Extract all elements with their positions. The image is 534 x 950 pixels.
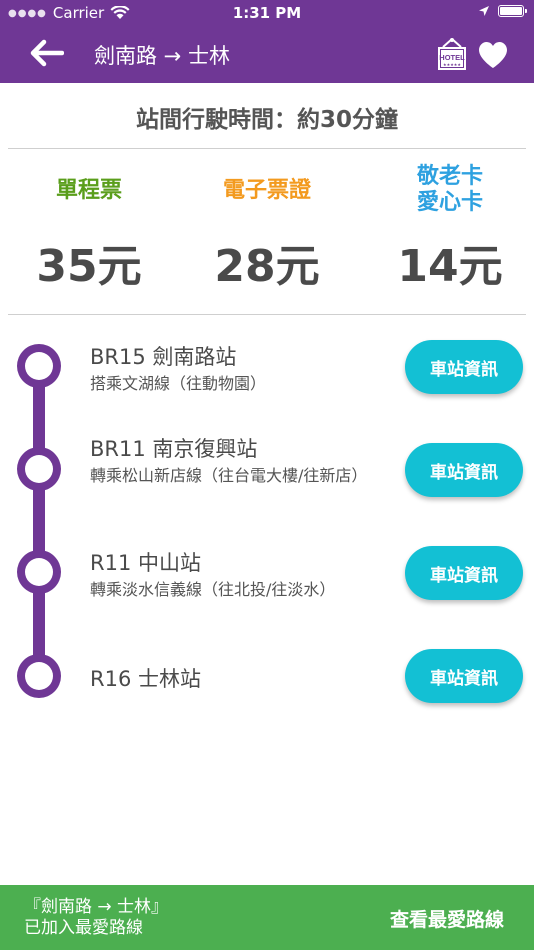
location-arrow-icon bbox=[479, 6, 489, 16]
fare-price-senior: 14元 bbox=[397, 241, 503, 292]
view-favorites-button[interactable]: 查看最愛路線 bbox=[389, 909, 504, 931]
fare-label-single: 單程票 bbox=[55, 178, 122, 203]
clock: 1:31 PM bbox=[232, 4, 302, 22]
divider-bottom bbox=[8, 314, 526, 315]
status-bar: ●●●● Carrier 1:31 PM bbox=[0, 0, 534, 26]
fare-label-ecard: 電子票證 bbox=[222, 178, 311, 203]
travel-time: 站間行駛時間：約30分鐘 bbox=[135, 107, 398, 133]
back-arrow-icon[interactable] bbox=[28, 38, 64, 68]
hotel-icon-text: HOTEL bbox=[439, 53, 465, 62]
station-node-2 bbox=[17, 447, 61, 491]
fare-price-single: 35元 bbox=[36, 241, 142, 292]
station-info-button-2[interactable]: 車站資訊 bbox=[405, 443, 523, 497]
route-line bbox=[33, 370, 45, 675]
station-node-4 bbox=[17, 654, 61, 698]
divider-top bbox=[8, 148, 526, 149]
fare-single: 單程票 35元 bbox=[0, 160, 178, 292]
station-name-4: R16 士林站 bbox=[90, 667, 201, 691]
station-name-1: BR15 劍南路站 bbox=[90, 345, 237, 369]
svg-text:★★★★★: ★★★★★ bbox=[443, 62, 461, 67]
app-header: ●●●● Carrier 1:31 PM 劍南路 → 士林 HOTEL ★★★★… bbox=[0, 0, 534, 83]
fare-ecard: 電子票證 28元 bbox=[178, 160, 356, 292]
fare-price-ecard: 28元 bbox=[214, 241, 320, 292]
station-info-button-4[interactable]: 車站資訊 bbox=[405, 649, 523, 703]
fare-label-senior: 敬老卡 愛心卡 bbox=[416, 164, 483, 215]
carrier-group: ●●●● Carrier bbox=[8, 4, 130, 22]
carrier-label: Carrier bbox=[52, 4, 105, 22]
station-note-1: 搭乘文湖線（往動物園） bbox=[90, 374, 267, 393]
hotel-icon[interactable]: HOTEL ★★★★★ bbox=[436, 38, 468, 72]
station-name-3: R11 中山站 bbox=[90, 551, 201, 575]
station-node-3 bbox=[17, 550, 61, 594]
station-info-button-3[interactable]: 車站資訊 bbox=[405, 546, 523, 600]
station-note-2: 轉乘松山新店線（往台電大樓/往新店） bbox=[90, 466, 368, 485]
heart-icon[interactable] bbox=[478, 41, 508, 69]
wifi-icon bbox=[110, 6, 130, 19]
fare-section: 單程票 35元 電子票證 28元 敬老卡 愛心卡 14元 bbox=[0, 160, 534, 292]
battery-icon bbox=[498, 5, 527, 17]
station-info-button-1[interactable]: 車站資訊 bbox=[405, 340, 523, 394]
fare-senior: 敬老卡 愛心卡 14元 bbox=[361, 160, 534, 292]
station-node-1 bbox=[17, 344, 61, 388]
status-right bbox=[478, 5, 527, 17]
station-note-3: 轉乘淡水信義線（往北投/往淡水） bbox=[90, 580, 336, 599]
favorite-toast: 『劍南路 → 士林』 已加入最愛路線 查看最愛路線 bbox=[0, 885, 534, 950]
route-title: 劍南路 → 士林 bbox=[94, 44, 230, 68]
station-name-2: BR11 南京復興站 bbox=[90, 437, 258, 461]
favorite-added-message: 『劍南路 → 士林』 已加入最愛路線 bbox=[24, 897, 169, 938]
signal-icon: ●●●● bbox=[8, 7, 47, 19]
